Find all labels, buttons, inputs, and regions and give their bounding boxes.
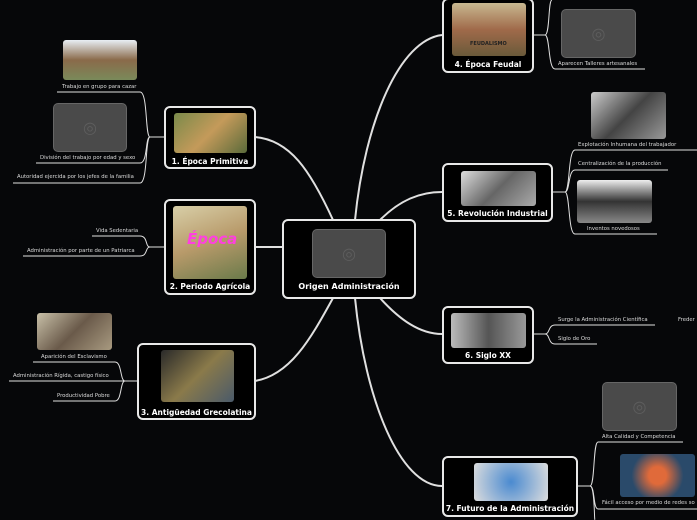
leaf-text[interactable]: Productividad Pobre (57, 393, 110, 399)
branch-title: 3. Antigüedad Grecolatina (141, 408, 252, 417)
branch-title: 7. Futuro de la Administración (445, 504, 575, 513)
factory-image (461, 171, 536, 206)
leaf-text[interactable]: Centralización de la producción (578, 161, 662, 167)
workers-image (591, 92, 666, 139)
branch-futuro[interactable]: 7. Futuro de la Administración (442, 456, 578, 517)
camera-placeholder-icon: ◎ (561, 9, 636, 58)
social-network-image (620, 454, 695, 497)
egyptian-image: Época (173, 206, 247, 279)
central-title: Origen Administración (298, 282, 400, 291)
leaf-text[interactable]: Aparición del Esclavismo (41, 354, 107, 360)
mammoth-image (63, 40, 137, 80)
feudalism-image: FEUDALISMO (452, 3, 526, 56)
leaf-text[interactable]: Administración Rígida, castigo físico (13, 373, 109, 379)
leaf-text[interactable]: Aparecen Talleres artesanales (558, 61, 638, 67)
branch-title: 5. Revolución Industrial (447, 209, 548, 218)
train-image (577, 180, 652, 223)
branch-title: 1. Época Primitiva (171, 157, 249, 166)
leaf-text[interactable]: Vida Sedentaria (96, 228, 139, 234)
leaf-text[interactable]: Inventos novedosos (587, 226, 640, 232)
branch-revolucion-industrial[interactable]: 5. Revolución Industrial (442, 163, 553, 222)
cavemen-image (174, 113, 247, 153)
branch-title: 4. Época Feudal (454, 60, 522, 69)
branch-epoca-primitiva[interactable]: 1. Época Primitiva (164, 106, 256, 169)
branch-periodo-agricola[interactable]: Época 2. Periodo Agrícola (164, 199, 256, 295)
branch-title: 6. Siglo XX (465, 351, 511, 360)
leaf-text[interactable]: Fácil acceso por medio de redes so (602, 500, 695, 506)
slavery-image (37, 313, 112, 350)
branch-siglo-xx[interactable]: 6. Siglo XX (442, 306, 534, 364)
leaf-text[interactable]: Explotación Inhumana del trabajador (578, 142, 677, 148)
leaf-text[interactable]: Administración por parte de un Patriarca (27, 248, 135, 254)
leaf-text[interactable]: División del trabajo por edad y sexo (40, 155, 136, 161)
camera-placeholder-icon: ◎ (602, 382, 677, 431)
branch-antiguedad-grecolatina[interactable]: 3. Antigüedad Grecolatina (137, 343, 256, 420)
greek-slaves-image (161, 350, 234, 402)
image-text: Época (187, 230, 238, 248)
camera-placeholder-icon: ◎ (53, 103, 127, 152)
network-image (474, 463, 548, 501)
branch-title: 2. Periodo Agrícola (169, 282, 251, 291)
leaf-text[interactable]: Trabajo en grupo para cazar (62, 84, 137, 90)
leaf-text[interactable]: Alta Calidad y Competencia (602, 434, 676, 440)
leaf-text[interactable]: Surge la Administración Científica (558, 317, 648, 323)
image-text: FEUDALISMO (470, 41, 507, 47)
leaf-text[interactable]: Autoridad ejercida por los jefes de la f… (17, 174, 134, 180)
camera-placeholder-icon: ◎ (312, 229, 386, 278)
branch-epoca-feudal[interactable]: FEUDALISMO 4. Época Feudal (442, 0, 534, 73)
ford-image (451, 313, 526, 348)
leaf-text[interactable]: Siglo de Oro (558, 336, 591, 342)
leaf-text[interactable]: Freder (678, 317, 695, 323)
central-topic[interactable]: ◎ Origen Administración (282, 219, 416, 299)
